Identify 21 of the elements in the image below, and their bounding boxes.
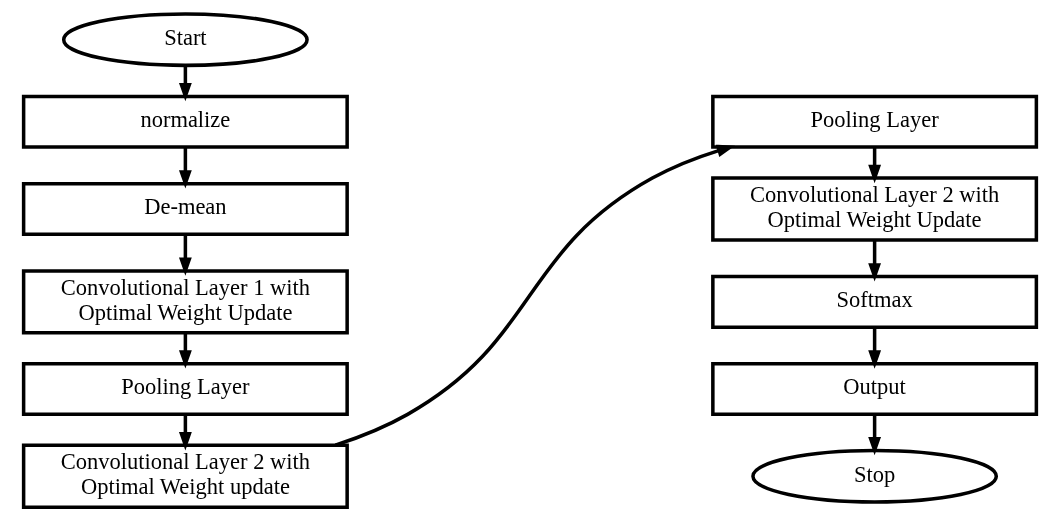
arrow [867,414,881,456]
node-box: Convolutional Layer 2 with Optimal Weight update [21,443,349,509]
arrow [867,240,881,282]
node-box: De-mean [21,181,349,237]
arrow [178,65,192,102]
node-ellipse: Stop [750,448,998,504]
arrow [178,333,192,369]
node-box: Pooling Layer [710,94,1038,149]
arrow [334,144,735,447]
node-box: Softmax [710,274,1038,329]
arrow [178,234,192,276]
arrow [178,414,192,451]
node-ellipse: Start [61,12,309,68]
node-box: Convolutional Layer 2 with Optimal Weight Update [710,176,1038,242]
arrow [867,147,881,184]
node-box: normalize [21,94,349,149]
arrow [178,147,192,189]
arrow [867,327,881,369]
node-box: Pooling Layer [21,361,349,417]
node-box: Convolutional Layer 1 with Optimal Weight Update [21,269,349,335]
node-box: Output [710,361,1038,417]
